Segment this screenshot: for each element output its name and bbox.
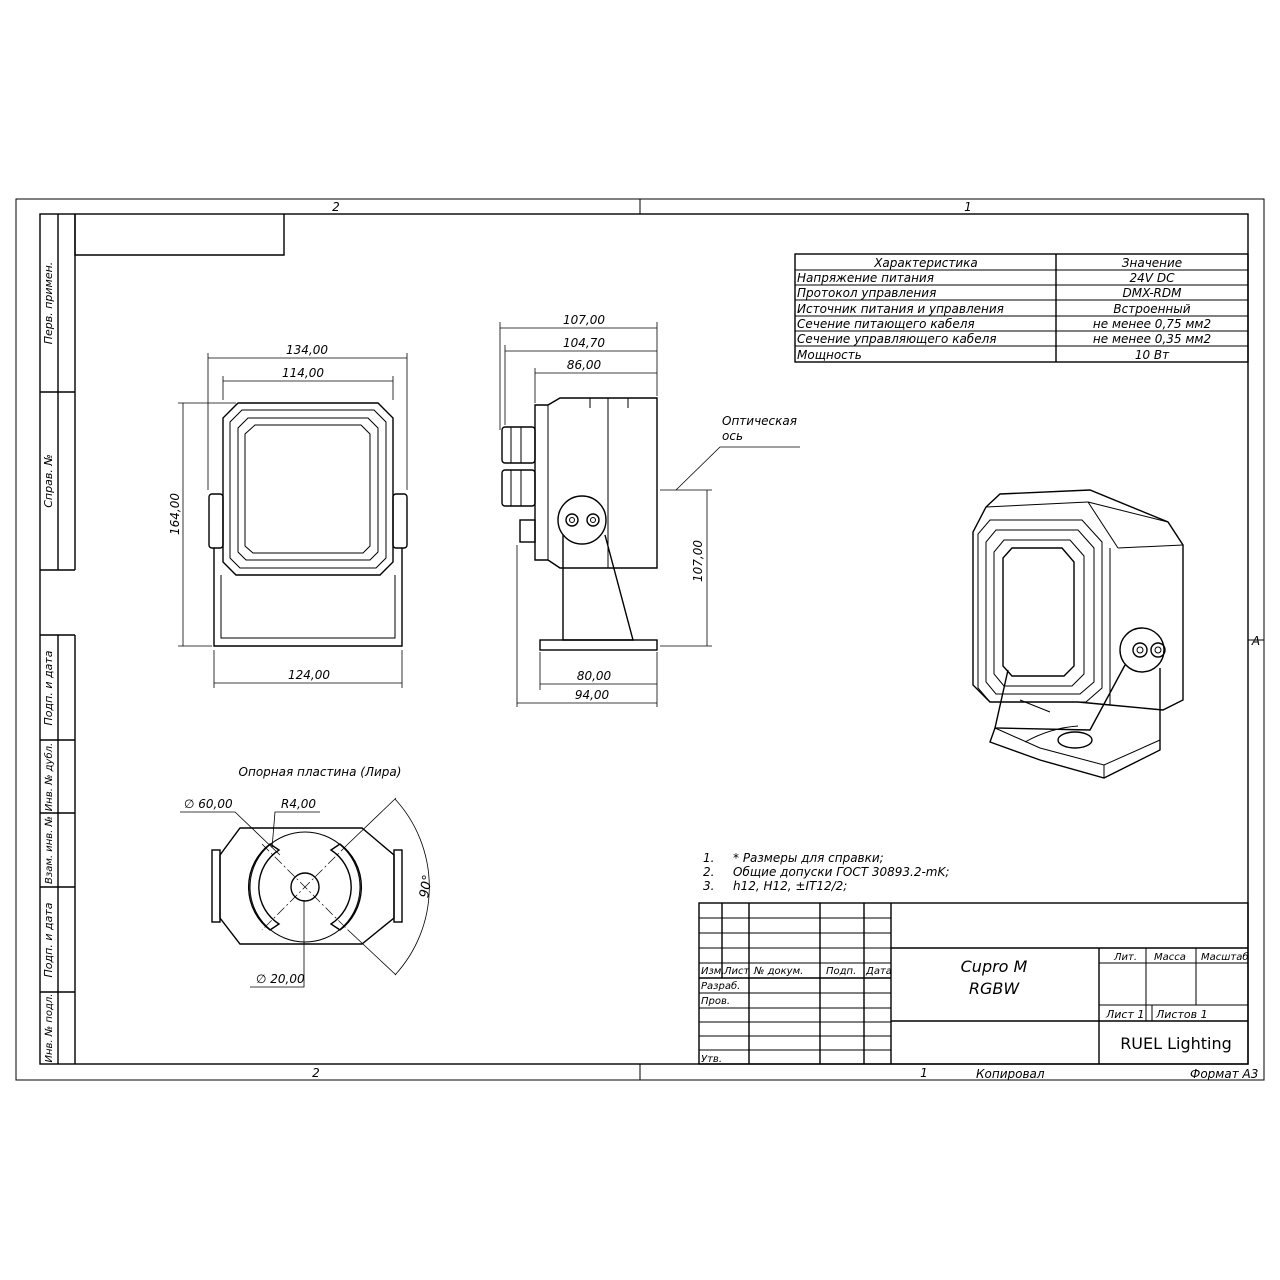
plate-view-drawing bbox=[180, 797, 430, 988]
tb-col-doc-no: № докум. bbox=[753, 966, 803, 977]
dim-front-height: 164,00 bbox=[168, 493, 182, 535]
dim-side-depth-body: 86,00 bbox=[567, 358, 602, 372]
side-label-inv-dubl: Инв. № дубл. bbox=[43, 743, 55, 811]
copied-label: Копировал bbox=[976, 1067, 1045, 1081]
note-3-text: h12, H12, ±IT12/2; bbox=[733, 879, 847, 893]
plate-view-title: Опорная пластина (Лира) bbox=[239, 765, 402, 779]
tb-sheets: Листов 1 bbox=[1155, 1008, 1208, 1021]
zone-bottom-2: 2 bbox=[312, 1066, 320, 1080]
note-2-text: Общие допуски ГОСТ 30893.2-mK; bbox=[733, 865, 949, 879]
zone-right-a: A bbox=[1251, 634, 1260, 648]
note-3-num: 3. bbox=[703, 879, 714, 893]
dim-side-base-inner: 80,00 bbox=[577, 669, 612, 683]
side-label-inv-podl: Инв. № подл. bbox=[44, 994, 55, 1063]
tb-col-list: Лист bbox=[723, 966, 751, 977]
plate-dia-inner: ∅ 20,00 bbox=[256, 972, 305, 986]
tb-mass: Масса bbox=[1154, 952, 1186, 963]
tb-row-prov: Пров. bbox=[701, 996, 730, 1007]
tb-row-razrab: Разраб. bbox=[701, 980, 740, 992]
format-label: Формат А3 bbox=[1190, 1067, 1258, 1081]
isometric-view-drawing bbox=[972, 489, 1184, 779]
plate-radius: R4,00 bbox=[281, 797, 316, 811]
tb-product-name-2: RGBW bbox=[969, 979, 1020, 998]
spec-row-4-value: не менее 0,75 мм2 bbox=[1093, 317, 1211, 331]
side-label-podp-data-1: Подп. и дата bbox=[42, 650, 55, 725]
spec-row-1-value: 24V DC bbox=[1130, 271, 1176, 285]
spec-row-5-name: Сечение управляющего кабеля bbox=[797, 332, 996, 346]
dim-side-axis-height: 107,00 bbox=[691, 540, 705, 582]
spec-row-6-value: 10 Вт bbox=[1135, 348, 1170, 362]
optical-axis-label-2: ось bbox=[722, 429, 743, 443]
spec-row-6-name: Мощность bbox=[797, 348, 862, 362]
sheet-frame bbox=[15, 198, 1265, 1081]
side-label-perv-primen: Перв. примен. bbox=[42, 262, 55, 345]
title-block bbox=[698, 902, 1249, 1065]
side-label-podp-data-2: Подп. и дата bbox=[42, 902, 55, 977]
side-label-sprav-no: Справ. № bbox=[42, 454, 55, 508]
tb-sheet: Лист 1 bbox=[1105, 1008, 1144, 1021]
zone-top-1: 1 bbox=[964, 200, 972, 214]
tb-col-data: Дата bbox=[865, 966, 892, 977]
dim-side-depth-mid: 104,70 bbox=[563, 336, 605, 350]
tb-row-utv: Утв. bbox=[701, 1054, 722, 1065]
spec-row-3-value: Встроенный bbox=[1113, 302, 1190, 316]
spec-row-2-value: DMX-RDM bbox=[1123, 286, 1183, 300]
tb-lit: Лит. bbox=[1113, 952, 1137, 963]
tb-scale: Масштаб bbox=[1201, 951, 1249, 963]
side-label-vzam-inv: Взам. инв. № bbox=[44, 816, 55, 884]
front-view-drawing bbox=[178, 353, 408, 688]
dim-side-base-outer: 94,00 bbox=[575, 688, 610, 702]
note-1-num: 1. bbox=[703, 851, 714, 865]
tb-product-name-1: Cupro M bbox=[961, 957, 1028, 976]
side-view-drawing bbox=[499, 322, 800, 707]
zone-top-2: 2 bbox=[332, 200, 340, 214]
dim-side-depth-overall: 107,00 bbox=[563, 313, 605, 327]
dim-front-width-overall: 134,00 bbox=[286, 343, 328, 357]
plate-angle: 90° bbox=[417, 874, 436, 899]
spec-row-4-name: Сечение питающего кабеля bbox=[797, 317, 975, 331]
plate-dia-outer: ∅ 60,00 bbox=[184, 797, 233, 811]
spec-row-2-name: Протокол управления bbox=[797, 286, 936, 300]
note-2-num: 2. bbox=[703, 865, 714, 879]
dim-front-width-inner: 114,00 bbox=[282, 366, 324, 380]
spec-header-characteristic: Характеристика bbox=[873, 256, 978, 270]
optical-axis-label-1: Оптическая bbox=[722, 414, 797, 428]
spec-table bbox=[794, 253, 1249, 363]
tb-col-izm: Изм. bbox=[701, 966, 725, 977]
note-1-text: * Размеры для справки; bbox=[733, 851, 884, 865]
spec-row-3-name: Источник питания и управления bbox=[797, 302, 1004, 316]
zone-bottom-1: 1 bbox=[920, 1066, 928, 1080]
dim-front-width-base: 124,00 bbox=[288, 668, 330, 682]
spec-row-1-name: Напряжение питания bbox=[797, 271, 934, 285]
tb-company: RUEL Lighting bbox=[1120, 1034, 1232, 1053]
spec-row-5-value: не менее 0,35 мм2 bbox=[1093, 332, 1211, 346]
spec-header-value: Значение bbox=[1122, 256, 1182, 270]
tb-col-podp: Подп. bbox=[826, 966, 856, 977]
